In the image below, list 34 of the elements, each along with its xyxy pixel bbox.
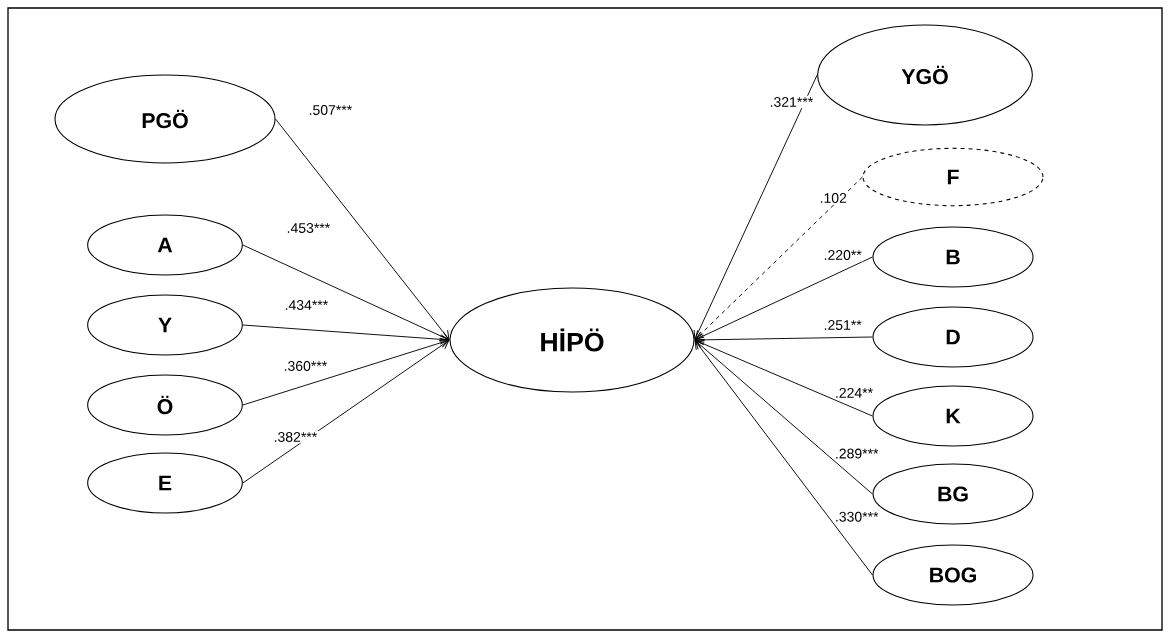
arrow — [694, 256, 873, 341]
edge-label: .289*** — [833, 447, 880, 460]
edge-label: .434*** — [283, 298, 330, 312]
arrow — [242, 244, 450, 341]
edge-label: .382*** — [272, 430, 319, 444]
ellipse-node: BOG — [872, 544, 1034, 606]
arrow — [242, 340, 450, 484]
edge-label: .102 — [818, 191, 849, 205]
arrow — [275, 118, 450, 340]
ellipse-node: YGÖ — [817, 24, 1033, 126]
ellipse-node: PGÖ — [54, 74, 276, 164]
arrow — [694, 340, 873, 495]
edge-label: .220** — [822, 248, 864, 262]
ellipse-node: A — [87, 214, 243, 276]
ellipse-node: K — [872, 385, 1034, 447]
ellipse-node: Ö — [87, 374, 243, 436]
arrow — [242, 324, 449, 345]
edge-label: .224** — [833, 386, 875, 399]
edge-label: .360*** — [282, 359, 329, 373]
ellipse-node: F — [862, 147, 1044, 207]
ellipse-node: B — [872, 226, 1034, 288]
ellipse-node: E — [87, 452, 243, 514]
arrow — [694, 338, 873, 417]
ellipse-node: Y — [87, 294, 243, 356]
arrow — [693, 74, 818, 340]
arrow — [242, 337, 450, 406]
ellipse-node: D — [872, 306, 1034, 368]
edge-label: .453*** — [285, 221, 332, 235]
edge-label: .507*** — [307, 103, 354, 117]
edge-label: .251** — [822, 318, 864, 332]
edge-label: .321*** — [768, 95, 815, 109]
arrow — [694, 340, 873, 576]
arrow — [694, 176, 863, 340]
ellipse-node: HİPÖ — [449, 287, 695, 393]
